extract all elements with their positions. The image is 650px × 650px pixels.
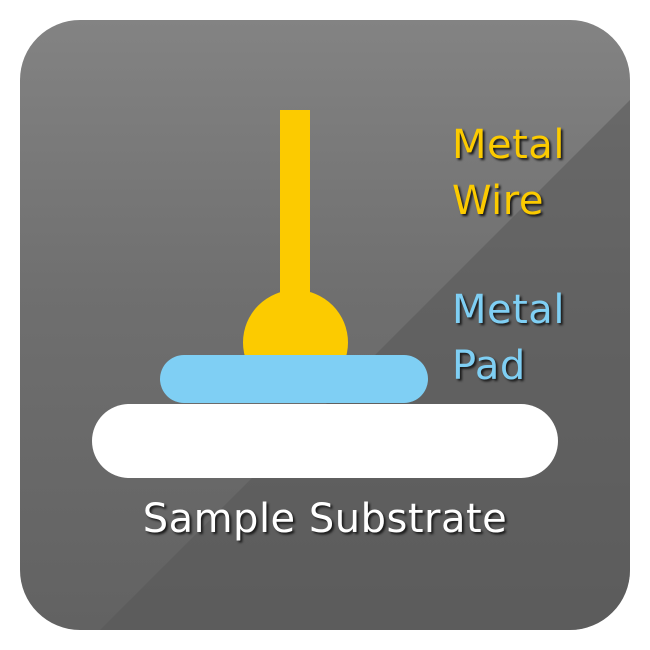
metal-wire-label: Metal Wire xyxy=(452,117,565,229)
metal-pad-label-line-1: Metal xyxy=(452,287,565,333)
metal-wire-label-line-1: Metal xyxy=(452,122,565,168)
sample-substrate-label: Sample Substrate xyxy=(142,496,508,542)
metal-pad-label: Metal Pad xyxy=(452,282,565,394)
metal-pad-label-line-2: Pad xyxy=(452,343,526,389)
metal-wire-label-line-2: Wire xyxy=(452,178,544,224)
metal-pad-shape xyxy=(160,355,428,403)
sample-substrate-shape xyxy=(92,404,558,478)
wire-bond-icon-tile: Metal Wire Metal Pad Sample Substrate xyxy=(20,20,630,630)
